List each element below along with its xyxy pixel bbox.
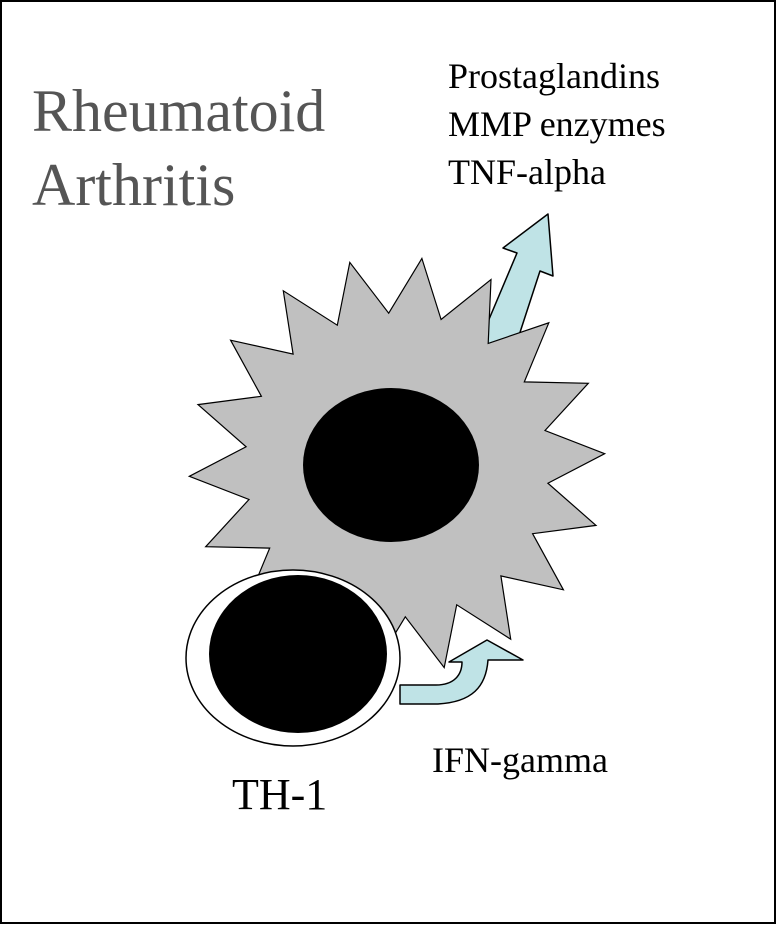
th1-label: TH-1 xyxy=(232,770,328,819)
ifn-gamma-arrow xyxy=(399,639,524,705)
ifn-gamma-label: IFN-gamma xyxy=(432,740,608,780)
product-prostaglandins: Prostaglandins xyxy=(448,56,660,96)
title-line-1: Rheumatoid xyxy=(32,78,326,144)
product-tnf-alpha: TNF-alpha xyxy=(448,152,606,192)
slide-title: Rheumatoid Arthritis xyxy=(32,74,325,222)
th1-cell-nucleus xyxy=(209,575,387,733)
macrophage-nucleus xyxy=(303,388,479,542)
title-line-2: Arthritis xyxy=(32,152,236,218)
product-mmp-enzymes: MMP enzymes xyxy=(448,104,666,144)
secreted-products-list: Prostaglandins MMP enzymes TNF-alpha xyxy=(448,52,666,196)
